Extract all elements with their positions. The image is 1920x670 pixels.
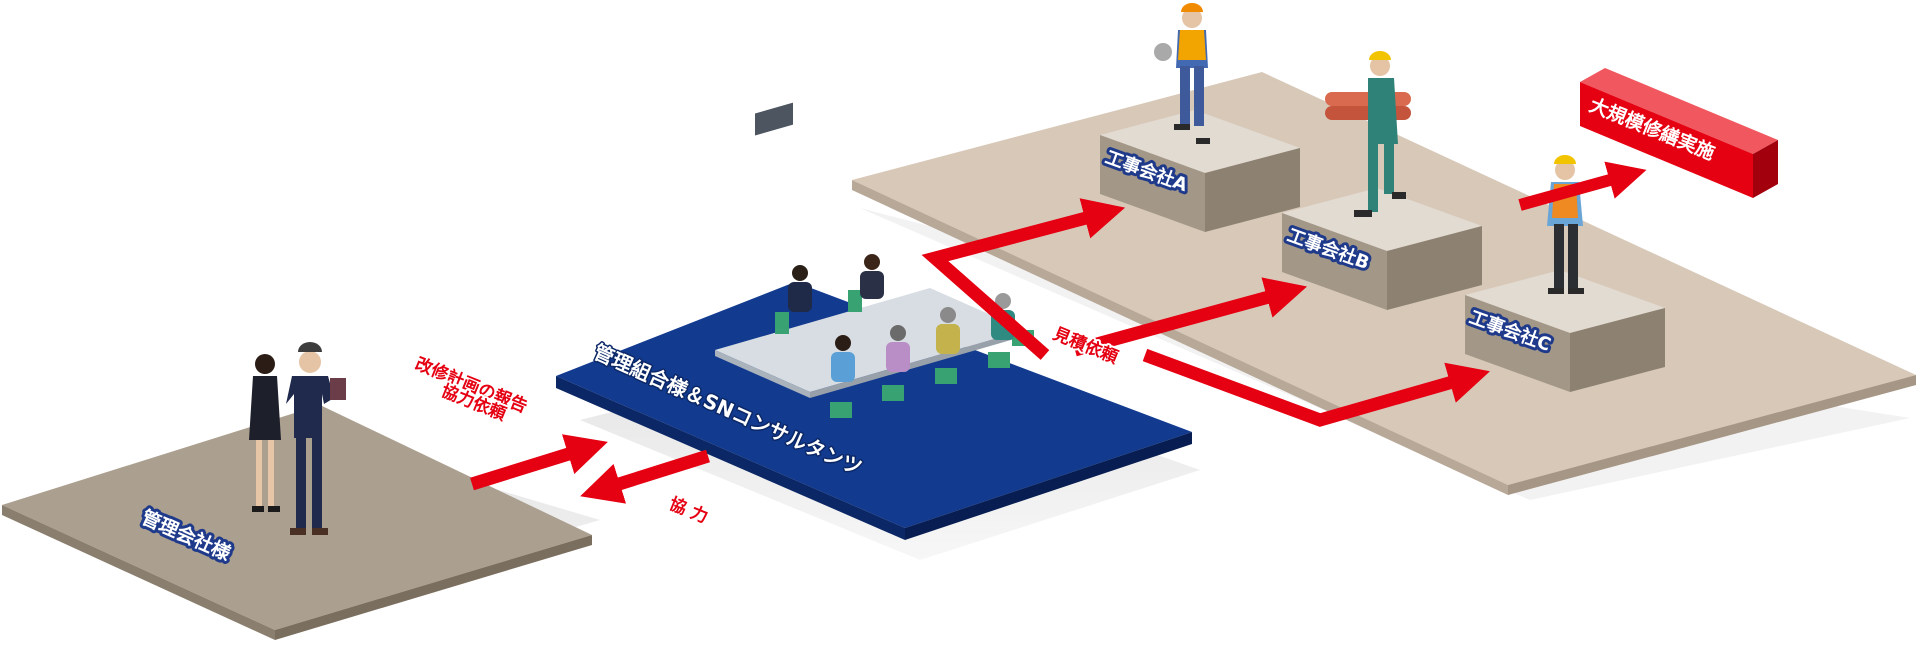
meeting-people: [775, 254, 1034, 418]
contractor-box-b: [1282, 188, 1482, 310]
association-platform: [556, 282, 1200, 560]
goal-box: [1580, 68, 1778, 198]
contractor-box-c: [1465, 270, 1665, 392]
manager-man: [286, 342, 346, 535]
worker-a: [1154, 3, 1210, 144]
cooperation-label: 協 力: [666, 493, 711, 527]
estimate-label: 見積依頼: [1049, 323, 1122, 369]
arrow-cooperation: [580, 449, 710, 504]
arrow-estimate-c: [1142, 348, 1490, 427]
arrow-estimate-a: [921, 198, 1126, 360]
arrow-estimate-b: [1073, 277, 1308, 357]
arrow-report: [470, 434, 608, 491]
arrow-to-goal: [1518, 161, 1647, 211]
worker-b: [1325, 51, 1411, 217]
manager-woman: [249, 354, 281, 512]
